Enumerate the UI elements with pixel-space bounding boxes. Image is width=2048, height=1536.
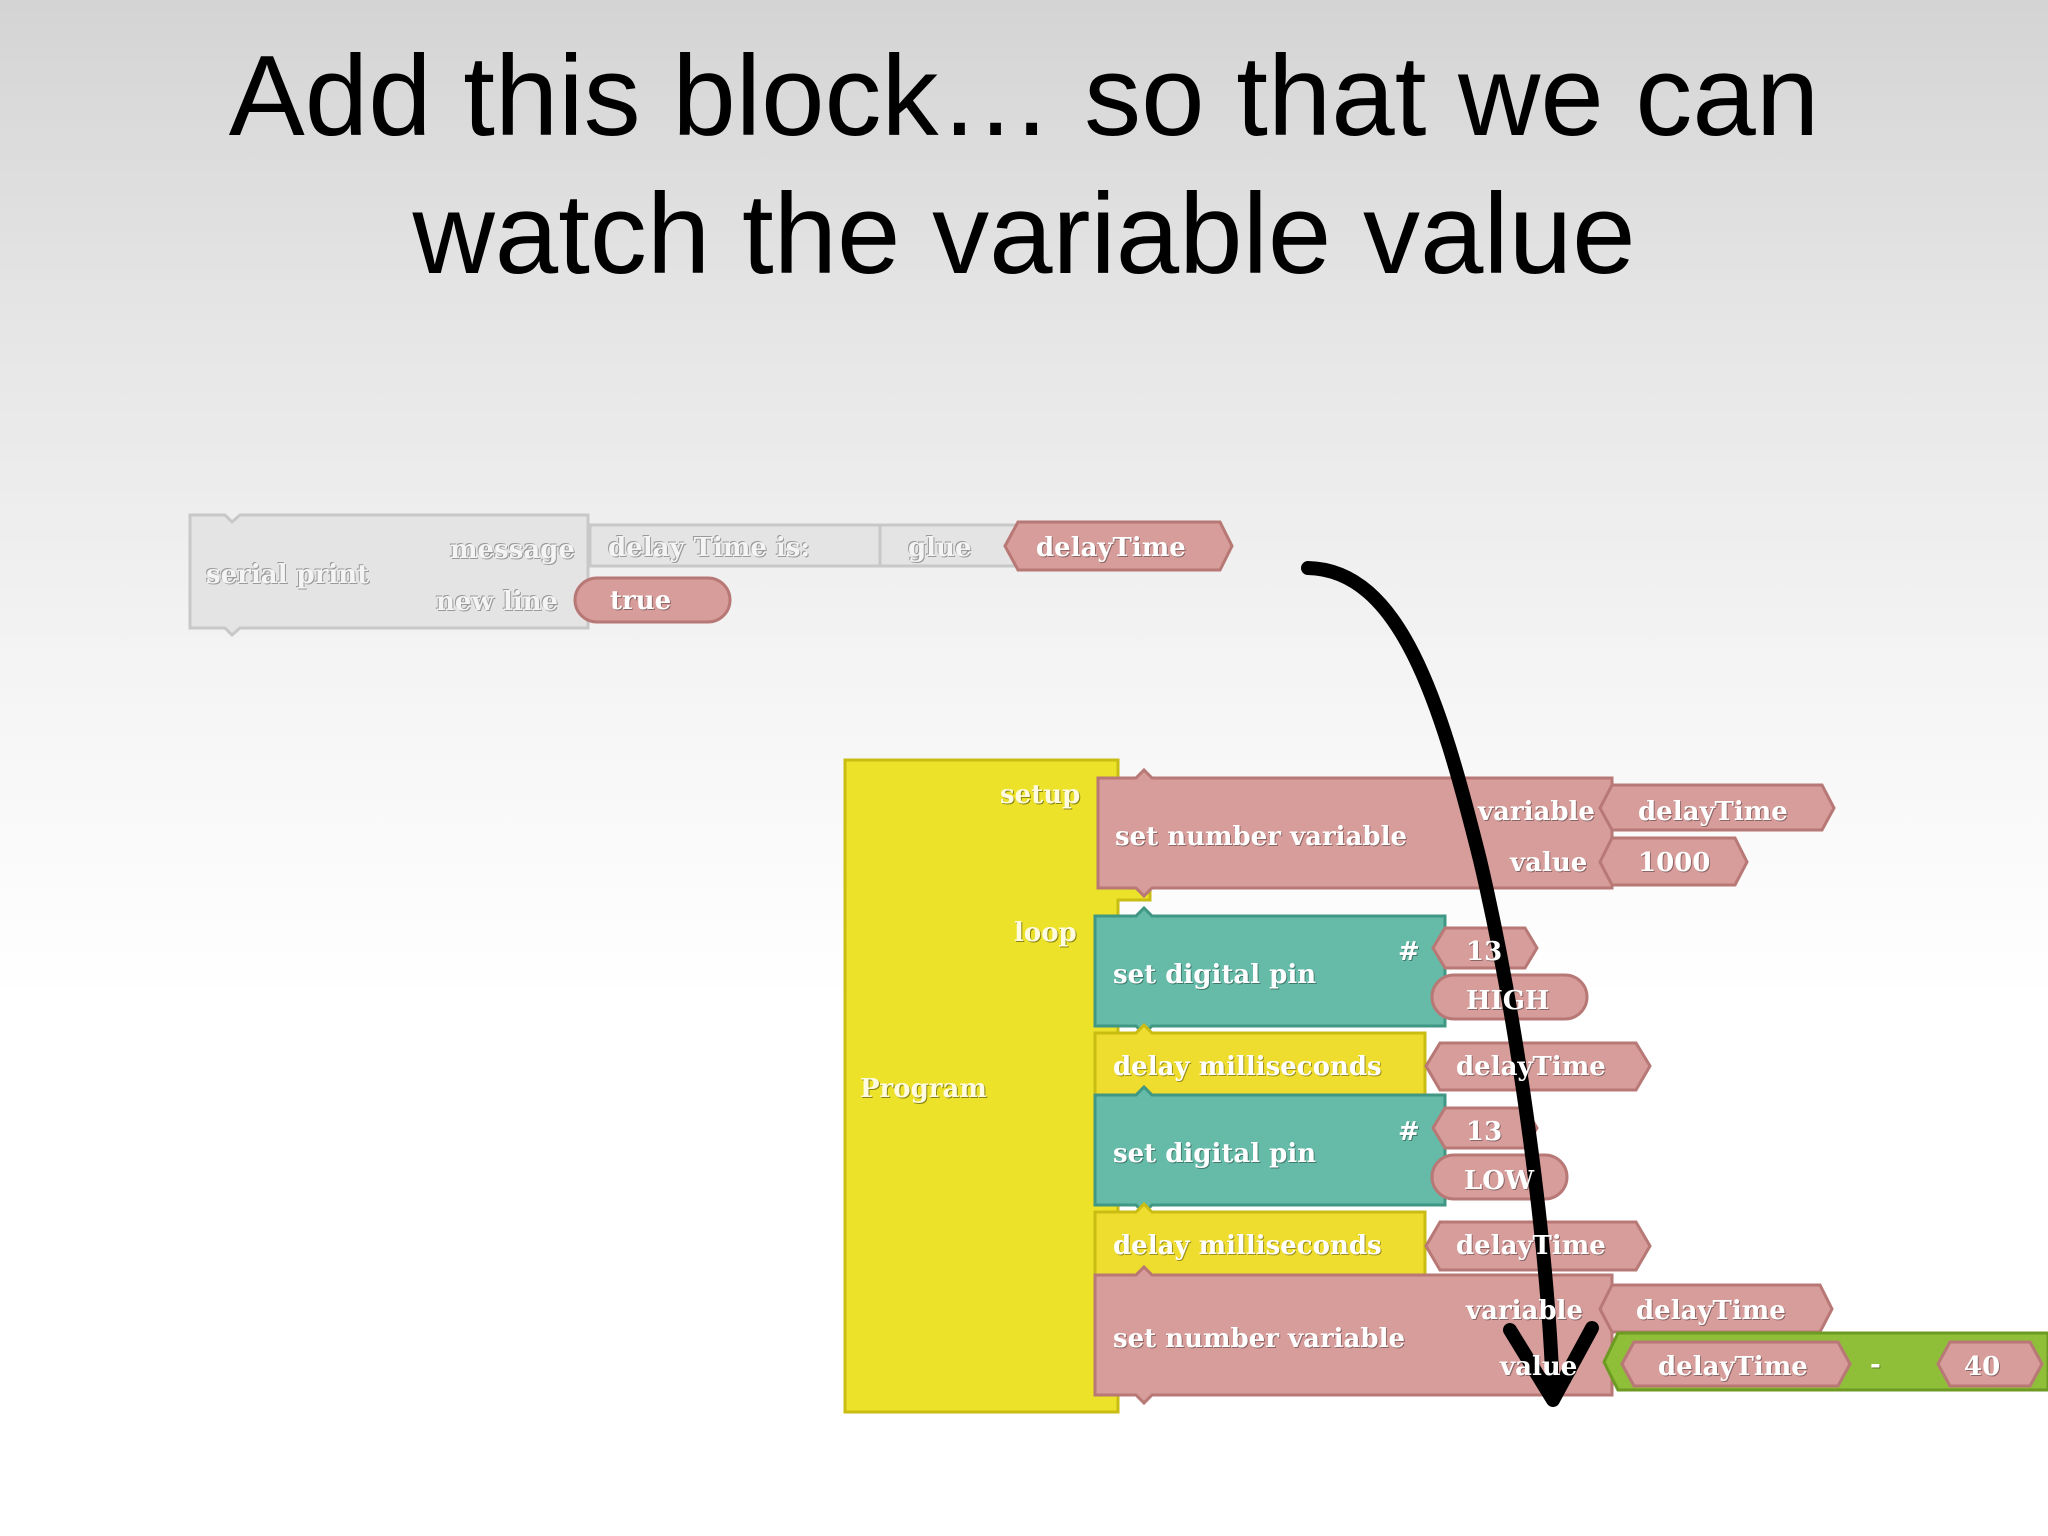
math-left-var: delayTime	[1658, 1352, 1808, 1382]
setup-value-block	[1598, 836, 1749, 887]
loop5-label: set number variable	[1113, 1324, 1406, 1354]
newline-label: new line	[436, 587, 559, 617]
delay-1-value-block	[1424, 1041, 1652, 1092]
newline-true-block	[573, 576, 732, 624]
loop4-label: delay milliseconds	[1113, 1231, 1382, 1261]
program-label: Program	[860, 1074, 987, 1104]
loop5-variable-name: delayTime	[1636, 1296, 1786, 1326]
setup-variable-name-block	[1598, 783, 1836, 832]
glue-var-label: delayTime	[1036, 533, 1186, 563]
slide-title: Add this block… so that we can watch the…	[0, 28, 2048, 304]
math-right-value: 40	[1964, 1352, 2001, 1382]
loop4-value: delayTime	[1456, 1231, 1606, 1261]
loop2-label: delay milliseconds	[1113, 1052, 1382, 1082]
title-line-2: watch the variable value	[412, 171, 1636, 298]
math-left-var-block	[1620, 1340, 1852, 1388]
loop5-variable-label: variable	[1466, 1296, 1583, 1326]
loop5-value-label: value	[1500, 1352, 1578, 1382]
loop-set-digital-pin-high[interactable]	[1093, 905, 1589, 1037]
title-line-1: Add this block… so that we can	[228, 33, 1820, 160]
message-text: delay Time is:	[608, 533, 811, 563]
curved-down-arrow-icon	[1301, 561, 1599, 1407]
loop1-pin: 13	[1466, 937, 1503, 967]
loop3-pin: 13	[1466, 1117, 1503, 1147]
glue-label: glue	[908, 533, 972, 563]
message-label: message	[450, 535, 575, 565]
loop1-label: set digital pin	[1113, 960, 1317, 990]
setup-label: setup	[1000, 780, 1081, 810]
setup-block-label: set number variable	[1115, 822, 1408, 852]
loop-set-digital-pin-low[interactable]	[1093, 1084, 1569, 1216]
newline-value: true	[610, 586, 672, 616]
loop3-label: set digital pin	[1113, 1139, 1317, 1169]
setup-variable-label: variable	[1478, 797, 1595, 827]
loop-delay-2[interactable]	[1093, 1201, 1652, 1291]
serial-print-block[interactable]	[188, 513, 1234, 638]
loop1-hash: #	[1398, 937, 1420, 967]
loop-set-number-variable[interactable]	[1093, 1264, 2048, 1406]
glue-var-block	[1003, 520, 1234, 572]
setup-variable-name: delayTime	[1638, 797, 1788, 827]
loop3-hash: #	[1398, 1117, 1420, 1147]
program-block[interactable]	[843, 758, 1152, 1414]
loop2-value: delayTime	[1456, 1052, 1606, 1082]
pin-13-block-high	[1431, 926, 1539, 970]
setup-value: 1000	[1638, 848, 1711, 878]
setup-value-label: value	[1510, 848, 1588, 878]
loop-label: loop	[1014, 918, 1077, 948]
loop1-state: HIGH	[1466, 986, 1550, 1016]
serial-print-label: serial print	[206, 560, 370, 590]
math-operator: -	[1870, 1350, 1881, 1380]
math-right-value-block	[1936, 1340, 2044, 1388]
loop3-state: LOW	[1464, 1166, 1535, 1196]
